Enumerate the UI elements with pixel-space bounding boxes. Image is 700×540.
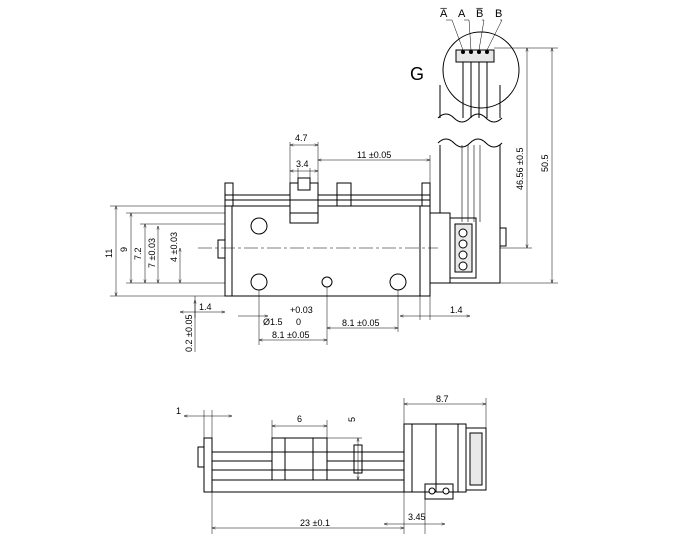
mounting-hole-3 (321, 276, 333, 288)
pin-dot-4 (458, 261, 468, 271)
pin-leader-2 (464, 19, 472, 51)
side-connector (424, 483, 454, 500)
dim-11-005: 11 ±0.05 (357, 150, 391, 160)
dim-23-01: 23 ±0.1 (300, 518, 330, 528)
detail-label: G (410, 64, 424, 84)
side-motor-plate (469, 432, 483, 486)
dim-0-2-005: 0.2 ±0.05 (184, 315, 194, 352)
detail-pin-3 (477, 50, 481, 54)
cable-clip (499, 227, 507, 247)
dim-11: 11 (104, 249, 114, 258)
dim-50-5: 50.5 (540, 154, 550, 172)
pin-label-4: B (495, 8, 502, 20)
top-view: A̅ A B̅ B G (198, 8, 520, 297)
connector-body (449, 217, 477, 279)
side-view (197, 423, 487, 500)
mounting-hole-1 (250, 217, 268, 235)
detail-pin-2 (469, 50, 473, 54)
side-knob (197, 446, 205, 468)
side-slider (271, 437, 328, 481)
stop-block (336, 182, 352, 207)
left-notch (217, 239, 226, 259)
slider-tab (297, 177, 311, 191)
pin-dot-3 (458, 250, 468, 260)
dim-1-4-left: 1.4 (199, 302, 212, 312)
dim-1-4-right: 1.4 (450, 305, 463, 315)
dim-7-003: 7 ±0.03 (147, 238, 157, 268)
detail-pin-1 (461, 50, 465, 54)
dim-6: 6 (297, 414, 302, 424)
dim-8-1-b: 8.1 ±0.05 (342, 318, 379, 328)
pin-leader-4 (486, 19, 503, 51)
side-motor (403, 423, 467, 493)
detail-connector (455, 49, 495, 63)
dim-7-2: 7.2 (133, 247, 143, 260)
dim-tol-plus: +0.03 (290, 305, 313, 315)
dim-5: 5 (347, 417, 357, 422)
pin-label-3: B̅ (475, 8, 483, 20)
side-end-left (203, 437, 213, 493)
mounting-hole-4 (389, 273, 407, 291)
dim-8-1-a: 8.1 ±0.05 (272, 330, 309, 340)
pin-dot-2 (458, 239, 468, 249)
pin-dot-1 (458, 228, 468, 238)
dim-tol-zero: 0 (296, 317, 301, 327)
pin-label-1: A̅ (440, 8, 448, 20)
end-block-right (421, 182, 431, 207)
dim-4-003: 4 ±0.03 (169, 232, 179, 262)
frame-outline (224, 205, 431, 297)
dim-9: 9 (119, 247, 129, 252)
pin-leader-1 (446, 19, 464, 51)
dim-4-7: 4.7 (295, 133, 308, 143)
pin-leader-3 (478, 19, 485, 51)
pin-label-2: A (458, 8, 466, 20)
top-view-dimensions: 4.7 3.4 11 ±0.05 11 9 7.2 7 ±0.03 4 ±0.0… (104, 47, 558, 352)
break-line-lower (437, 138, 503, 148)
end-block-left (224, 182, 234, 207)
dim-46-56: 46.56 ±0.5 (515, 148, 525, 190)
dim-3-4: 3.4 (296, 159, 309, 169)
side-view-dimensions: 1 6 5 8.7 23 ±0.1 3.45 (176, 394, 487, 534)
dim-1: 1 (176, 406, 181, 416)
mounting-hole-2 (250, 273, 268, 291)
break-line-upper (437, 113, 503, 123)
side-motor-cap (465, 427, 487, 491)
side-base (211, 479, 405, 493)
dim-8-7: 8.7 (436, 394, 449, 404)
detail-circle (442, 31, 520, 109)
dim-phi: Ø1.5 (263, 317, 283, 327)
detail-pin-4 (485, 50, 489, 54)
dim-3-45: 3.45 (408, 512, 426, 522)
